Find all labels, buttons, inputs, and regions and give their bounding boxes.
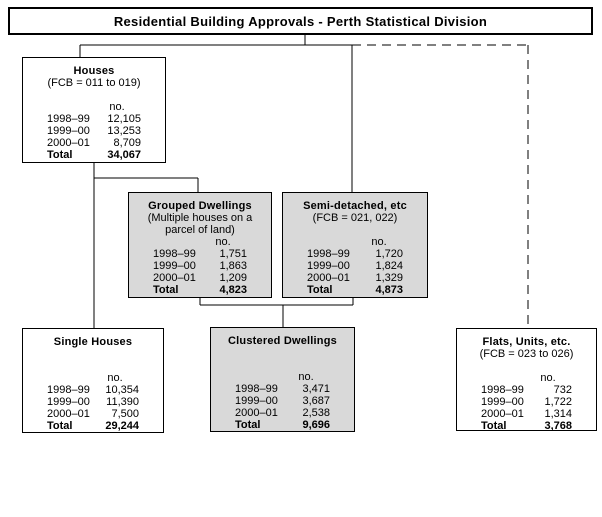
diagram-title-text: Residential Building Approvals - Perth S… xyxy=(113,13,488,29)
year-label: 1999–00 xyxy=(47,125,90,137)
data-row: 1999–00 13,253 xyxy=(23,125,165,137)
box-houses-subtitle: (FCB = 011 to 019) xyxy=(47,77,141,89)
connector-merge-to-clustered xyxy=(199,298,354,328)
box-grouped-title: Grouped Dwellings xyxy=(148,200,252,212)
year-label: 1998–99 xyxy=(307,248,350,260)
data-row: 1998–99 3,471 xyxy=(211,383,354,395)
value: 732 xyxy=(553,384,572,396)
total-value: 4,873 xyxy=(375,284,403,296)
unit-label: no. xyxy=(540,372,556,384)
box-grouped-dwellings: Grouped Dwellings (Multiple houses on a … xyxy=(128,192,272,298)
box-clustered-dwellings: Clustered Dwellings no. 1998–99 3,471 199… xyxy=(210,327,355,432)
box-semi-title: Semi-detached, etc xyxy=(303,200,407,212)
total-label: Total xyxy=(47,149,73,161)
connector-houses-to-grouped xyxy=(94,177,199,192)
unit-label: no. xyxy=(371,236,387,248)
total-label: Total xyxy=(481,420,507,432)
total-label: Total xyxy=(307,284,333,296)
value: 1,720 xyxy=(375,248,403,260)
value: 2,538 xyxy=(302,407,330,419)
total-value: 9,696 xyxy=(302,419,330,431)
unit-label: no. xyxy=(109,101,125,113)
year-label: 1999–00 xyxy=(235,395,278,407)
year-label: 1998–99 xyxy=(47,113,90,125)
data-row: 1999–00 11,390 xyxy=(23,396,163,408)
data-row: 2000–01 2,538 xyxy=(211,407,354,419)
box-flats-title: Flats, Units, etc. xyxy=(482,336,571,348)
year-label: 1999–00 xyxy=(153,260,196,272)
total-row: Total 34,067 xyxy=(23,149,165,161)
value: 12,105 xyxy=(107,113,141,125)
data-row: 1998–99 732 xyxy=(457,384,596,396)
data-row: 1998–99 1,720 xyxy=(283,248,427,260)
diagram-title: Residential Building Approvals - Perth S… xyxy=(8,7,593,35)
box-semi-detached: Semi-detached, etc (FCB = 021, 022) no. … xyxy=(282,192,428,298)
value: 1,314 xyxy=(544,408,572,420)
year-label: 2000–01 xyxy=(307,272,350,284)
box-semi-subtitle: (FCB = 021, 022) xyxy=(312,212,398,224)
box-clustered-title: Clustered Dwellings xyxy=(228,335,337,347)
year-label: 2000–01 xyxy=(235,407,278,419)
value: 10,354 xyxy=(105,384,139,396)
box-flats-units: Flats, Units, etc. (FCB = 023 to 026) no… xyxy=(456,328,597,432)
year-label: 2000–01 xyxy=(153,272,196,284)
year-label: 2000–01 xyxy=(47,137,90,149)
unit-label: no. xyxy=(298,371,314,383)
total-row: Total 9,696 xyxy=(211,419,354,431)
data-row: 1998–99 12,105 xyxy=(23,113,165,125)
data-row: 1999–00 1,863 xyxy=(129,260,271,272)
year-label: 2000–01 xyxy=(47,408,90,420)
box-houses-title: Houses xyxy=(73,65,115,77)
data-row: 2000–01 1,209 xyxy=(129,272,271,284)
value: 1,722 xyxy=(544,396,572,408)
total-value: 4,823 xyxy=(219,284,247,296)
box-single-title: Single Houses xyxy=(53,336,133,348)
total-row: Total 29,244 xyxy=(23,420,163,432)
total-value: 3,768 xyxy=(544,420,572,432)
year-label: 1999–00 xyxy=(47,396,90,408)
year-label: 1998–99 xyxy=(153,248,196,260)
total-value: 29,244 xyxy=(105,420,139,432)
data-row: 1999–00 3,687 xyxy=(211,395,354,407)
year-label: 1999–00 xyxy=(481,396,524,408)
year-label: 1998–99 xyxy=(481,384,524,396)
value: 11,390 xyxy=(106,396,139,408)
box-houses: Houses (FCB = 011 to 019) no. 1998–99 12,… xyxy=(22,57,166,163)
value: 13,253 xyxy=(107,125,141,137)
data-row: 1999–00 1,824 xyxy=(283,260,427,272)
data-row: 2000–01 8,709 xyxy=(23,137,165,149)
value: 1,863 xyxy=(219,260,247,272)
year-label: 1999–00 xyxy=(307,260,350,272)
total-row: Total 4,823 xyxy=(129,284,271,296)
box-grouped-subtitle: (Multiple houses on a parcel of land) xyxy=(147,212,253,236)
value: 3,471 xyxy=(302,383,330,395)
data-row: 1999–00 1,722 xyxy=(457,396,596,408)
total-label: Total xyxy=(153,284,179,296)
year-label: 1998–99 xyxy=(235,383,278,395)
value: 1,329 xyxy=(375,272,403,284)
total-row: Total 4,873 xyxy=(283,284,427,296)
unit-label: no. xyxy=(107,372,123,384)
value: 1,824 xyxy=(375,260,403,272)
value: 1,751 xyxy=(219,248,247,260)
year-label: 2000–01 xyxy=(481,408,524,420)
total-value: 34,067 xyxy=(107,149,141,161)
value: 7,500 xyxy=(111,408,139,420)
value: 1,209 xyxy=(219,272,247,284)
data-row: 2000–01 1,329 xyxy=(283,272,427,284)
total-label: Total xyxy=(235,419,261,431)
total-row: Total 3,768 xyxy=(457,420,596,432)
value: 8,709 xyxy=(113,137,141,149)
value: 3,687 xyxy=(302,395,330,407)
year-label: 1998–99 xyxy=(47,384,90,396)
data-row: 2000–01 1,314 xyxy=(457,408,596,420)
data-row: 2000–01 7,500 xyxy=(23,408,163,420)
total-label: Total xyxy=(47,420,73,432)
data-row: 1998–99 10,354 xyxy=(23,384,163,396)
unit-label: no. xyxy=(215,236,231,248)
data-row: 1998–99 1,751 xyxy=(129,248,271,260)
box-flats-subtitle: (FCB = 023 to 026) xyxy=(479,348,574,360)
